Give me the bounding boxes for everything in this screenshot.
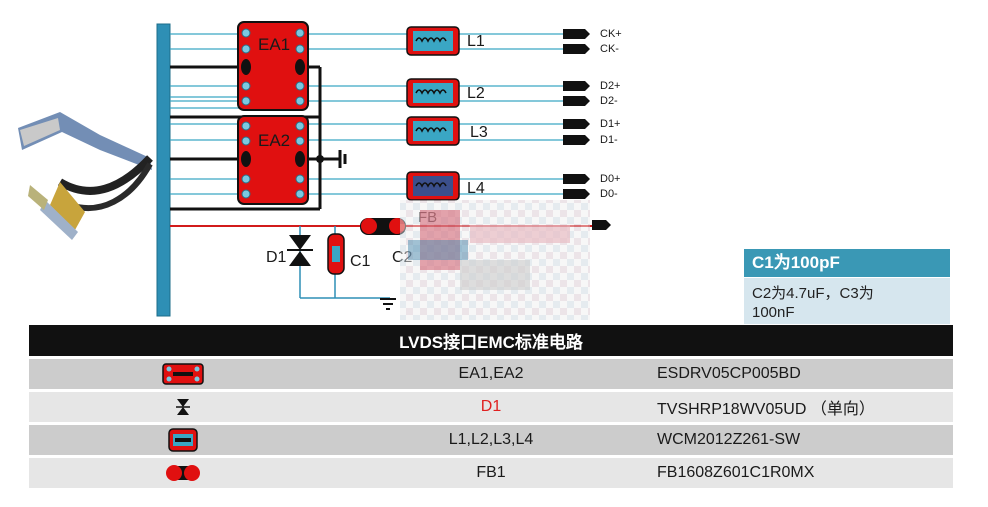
d1-label: D1 [266, 249, 287, 266]
l1-label: L1 [467, 33, 485, 50]
capacitor-note-title: C1为100pF [744, 249, 950, 277]
signal-d0-minus: D0- [600, 188, 618, 200]
capacitor-c1: C1 [327, 233, 371, 275]
bom-model-l: WCM2012Z261-SW [645, 422, 953, 457]
ferrite-bead-icon [29, 455, 337, 488]
esd-array-ea2: EA2 [237, 115, 309, 205]
bom-part-fb1: FB1 [337, 455, 645, 488]
l3-label: L3 [470, 124, 488, 141]
signal-ck-minus: CK- [600, 43, 619, 55]
output-connectors [563, 29, 611, 230]
bom-part-d1: D1 [337, 389, 645, 424]
bus-bar [156, 23, 171, 317]
choke-l3: L3 [406, 116, 488, 146]
signal-d1-minus: D1- [600, 134, 618, 146]
choke-l1: L1 [406, 26, 485, 56]
choke-l2: L2 [406, 78, 485, 108]
lvds-emc-schematic: EA1 EA2 L1 L2 L3 L4 [18, 21, 622, 320]
tvs-diode-icon [29, 389, 337, 424]
bom-model-d1: TVSHRP18WV05UD （单向） [645, 389, 953, 424]
c1-label: C1 [350, 253, 371, 270]
ea2-label: EA2 [258, 131, 290, 150]
signal-d2-minus: D2- [600, 95, 618, 107]
bom-table-title: LVDS接口EMC标准电路 [29, 325, 953, 358]
esd-array-icon [29, 356, 337, 391]
capacitor-note-line-1: C2为4.7uF，C3为 [752, 285, 874, 302]
bom-part-ea: EA1,EA2 [337, 356, 645, 391]
signal-d2-plus: D2+ [600, 80, 621, 92]
bom-part-l: L1,L2,L3,L4 [337, 422, 645, 457]
esd-array-ea1: EA1 [237, 21, 309, 111]
tvs-diode-d1: D1 [266, 235, 313, 266]
table-row: D1 TVSHRP18WV05UD （单向） [29, 389, 953, 424]
bom-model-ea: ESDRV05CP005BD [645, 356, 953, 391]
ea1-label: EA1 [258, 35, 290, 54]
l2-label: L2 [467, 85, 485, 102]
signal-d1-plus: D1+ [600, 118, 621, 130]
table-row: EA1,EA2 ESDRV05CP005BD [29, 356, 953, 391]
bom-table: LVDS接口EMC标准电路 EA1,EA2 ESDRV05CP005BD [29, 325, 953, 488]
l4-label: L4 [467, 180, 485, 197]
table-row: FB1 FB1608Z601C1R0MX [29, 455, 953, 488]
signal-ck-plus: CK+ [600, 28, 622, 40]
pixelated-region [400, 200, 590, 320]
signal-lines [170, 33, 565, 195]
capacitor-note-line-2: 100nF [752, 304, 795, 321]
choke-l4: L4 [406, 171, 485, 201]
signal-names: CK+ CK- D2+ D2- D1+ D1- D0+ D0- [600, 28, 622, 200]
bom-model-fb1: FB1608Z601C1R0MX [645, 455, 953, 488]
signal-d0-plus: D0+ [600, 173, 621, 185]
shunt-wiring [299, 226, 390, 299]
lvds-cable-image [18, 112, 153, 240]
common-mode-choke-icon [29, 422, 337, 457]
capacitor-note-body: C2为4.7uF，C3为 100nF [744, 278, 950, 324]
table-row: L1,L2,L3,L4 WCM2012Z261-SW [29, 422, 953, 457]
ground-symbol [380, 298, 396, 310]
